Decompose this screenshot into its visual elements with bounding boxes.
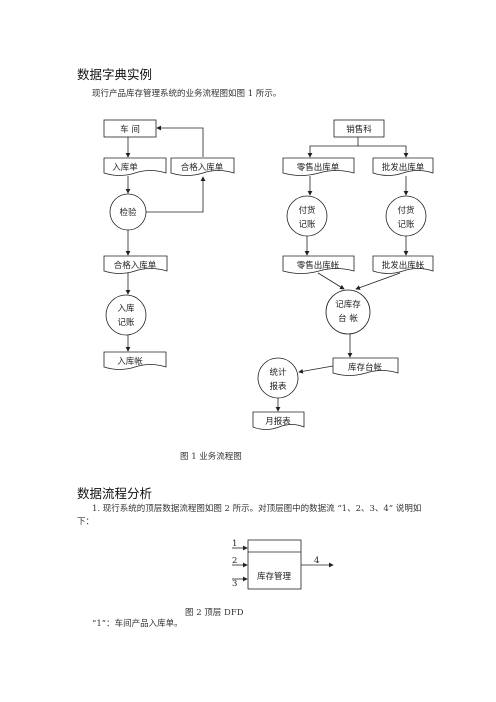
monthly-report-label: 月报表	[265, 416, 291, 427]
pay-record-left-line2: 记账	[298, 220, 316, 230]
section-heading-dataflow-analysis: 数据流程分析	[77, 486, 153, 501]
pay-record-right-line1: 付货	[397, 205, 415, 216]
process-label: 库存管理	[257, 571, 292, 582]
retail-outbound-slip-label: 零售出库单	[297, 162, 340, 173]
workshop-label: 车 间	[120, 124, 140, 135]
qualified-inbound-label: 合格入库单	[114, 260, 157, 271]
section-heading-data-dictionary: 数据字典实例	[77, 67, 153, 82]
dataflow-paragraph-line2: 下：	[77, 517, 95, 527]
sales-dept-box	[333, 119, 385, 138]
flow-4-label: 4	[314, 556, 319, 566]
sales-dept-label: 销售科	[346, 124, 372, 135]
retail-outbound-slip-doc	[282, 157, 355, 176]
inbound-slip-doc	[103, 157, 167, 176]
qualified-inbound-top-doc	[170, 157, 235, 176]
retail-outbound-ledger-doc	[282, 255, 355, 274]
monthly-report-doc	[252, 411, 305, 430]
inbound-slip-label: 入库单	[112, 162, 138, 173]
qualified-inbound-doc	[103, 255, 168, 274]
qualified-inbound-top-label: 合格入库单	[181, 162, 224, 173]
stock-ledger-record-line1: 记库存	[335, 299, 361, 310]
flow-2-label: 2	[232, 556, 237, 566]
stock-ledger-doc	[332, 357, 399, 376]
pay-record-right-line2: 记账	[397, 220, 415, 230]
flow-1-note: “1”：车间产品入库单。	[92, 619, 183, 629]
inbound-record-line1: 入库	[117, 303, 135, 314]
flow-1-label: 1	[232, 539, 237, 549]
pay-record-left-line1: 付货	[298, 205, 316, 216]
inbound-record-circle	[105, 294, 147, 336]
wholesale-outbound-slip-label: 批发出库单	[382, 162, 425, 173]
figure2-caption: 图 2 顶层 DFD	[185, 608, 244, 618]
wholesale-outbound-ledger-doc	[372, 255, 434, 274]
intro-text: 现行产品库存管理系统的业务流程图如图 1 所示。	[92, 89, 282, 99]
wholesale-outbound-ledger-label: 批发出库帐	[382, 260, 425, 271]
stock-ledger-record-circle	[325, 289, 371, 335]
inspection-label: 检验	[119, 207, 137, 218]
retail-outbound-ledger-label: 零售出库帐	[297, 260, 340, 271]
stats-report-line2: 报表	[269, 381, 287, 392]
process-box	[247, 539, 302, 590]
inbound-ledger-doc	[103, 351, 167, 370]
flow-3-label: 3	[232, 579, 237, 589]
stock-ledger-record-line2: 台 帐	[338, 313, 358, 324]
figure1-caption: 图 1 业务流程图	[180, 452, 242, 462]
wholesale-outbound-slip-doc	[372, 157, 434, 176]
dataflow-paragraph-line1: 1. 现行系统的顶层数据流程图如图 2 所示。对顶层图中的数据流 “1、2、3、…	[92, 504, 422, 514]
stats-report-line1: 统计	[269, 367, 287, 378]
stock-ledger-label: 库存台帐	[348, 362, 383, 373]
workshop-box	[103, 119, 157, 138]
inbound-record-line2: 记账	[117, 318, 135, 328]
inbound-ledger-label: 入库帐	[117, 356, 143, 367]
